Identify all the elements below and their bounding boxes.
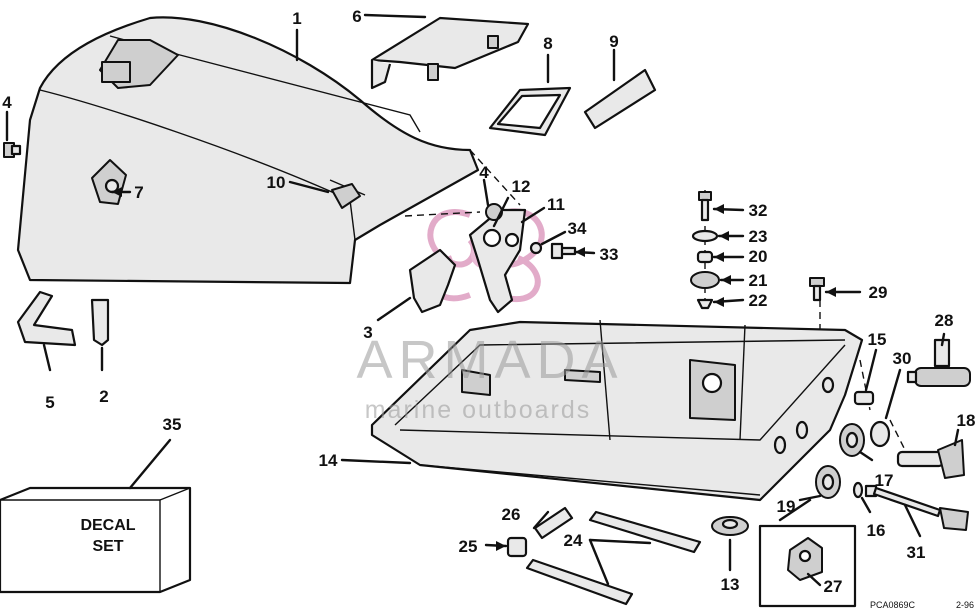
guide-line [889, 419, 906, 451]
decal-line-2: SET [92, 538, 123, 555]
callout-10: 10 [267, 173, 286, 192]
callout-9: 9 [609, 32, 618, 51]
grommet-19 [815, 465, 841, 499]
callout-27: 27 [824, 577, 843, 596]
rod-31 [864, 484, 969, 531]
cover-cap [370, 16, 530, 90]
callout-34: 34 [568, 219, 587, 238]
callout-23: 23 [749, 227, 768, 246]
callout-8: 8 [543, 34, 552, 53]
washer-30 [869, 420, 891, 448]
callout-28: 28 [935, 311, 954, 330]
callout-11: 11 [547, 195, 565, 214]
callout-33: 33 [600, 245, 619, 264]
callout-14: 14 [319, 451, 338, 470]
decal-line-1: DECAL [80, 517, 135, 534]
arrow-heads [112, 187, 836, 551]
tube-24a [588, 510, 702, 554]
trim-strip [583, 68, 657, 130]
grommet-17 [839, 423, 865, 457]
tube-26 [533, 506, 574, 540]
screw-4-left [3, 142, 22, 158]
latch-5 [16, 290, 77, 347]
callout-16: 16 [867, 521, 886, 540]
callout-2: 2 [99, 387, 108, 406]
washer-34 [529, 241, 543, 255]
grommet-13 [711, 516, 749, 536]
callout-13: 13 [721, 575, 740, 594]
plug-25 [506, 536, 528, 558]
callout-18: 18 [957, 411, 976, 430]
lower-pan [370, 319, 864, 502]
callout-6: 6 [352, 7, 361, 26]
pin-15 [853, 390, 875, 406]
callout-7: 7 [134, 183, 143, 202]
guide-line [404, 211, 481, 217]
callout-1: 1 [292, 9, 301, 28]
callout-35: 35 [163, 415, 182, 434]
callout-4-right: 4 [479, 163, 489, 182]
callout-19: 19 [777, 497, 796, 516]
drawing-date: 2-96 [956, 600, 974, 610]
callout-4-left: 4 [2, 93, 12, 112]
lever-18 [896, 439, 965, 479]
callout-31: 31 [907, 543, 926, 562]
clip-16 [852, 481, 864, 499]
guide-line [469, 149, 521, 206]
fastener-10 [331, 183, 361, 209]
inset-27 [758, 524, 857, 608]
engine-top-cover [16, 16, 480, 285]
bracket-2 [90, 298, 110, 347]
screw-29 [809, 277, 825, 302]
callout-5: 5 [45, 393, 54, 412]
callout-3: 3 [363, 323, 372, 342]
callout-26: 26 [502, 505, 521, 524]
callout-21: 21 [749, 271, 768, 290]
fitting-28 [906, 338, 971, 387]
screw-33 [550, 242, 577, 260]
callout-24: 24 [564, 531, 583, 550]
callout-29: 29 [869, 283, 888, 302]
screw-stack [690, 191, 720, 310]
callout-12: 12 [512, 177, 531, 196]
watermark-tagline: marine outboards [365, 396, 592, 424]
tube-24b [525, 558, 634, 606]
drawing-code: PCA0869C [870, 600, 916, 610]
callout-30: 30 [893, 349, 912, 368]
seal-frame [488, 86, 572, 137]
callout-25: 25 [459, 537, 478, 556]
decal-set-box: DECAL SET [0, 486, 192, 594]
callout-32: 32 [749, 201, 768, 220]
latch-3 [408, 248, 457, 314]
callout-numbers: 1 2 3 4 4 5 6 7 8 9 10 11 12 13 14 15 16… [2, 7, 975, 596]
watermark-brand: ARMADA [356, 330, 623, 390]
callout-22: 22 [749, 291, 768, 310]
callout-15: 15 [868, 330, 887, 349]
callout-17: 17 [875, 471, 894, 490]
callout-20: 20 [749, 247, 768, 266]
